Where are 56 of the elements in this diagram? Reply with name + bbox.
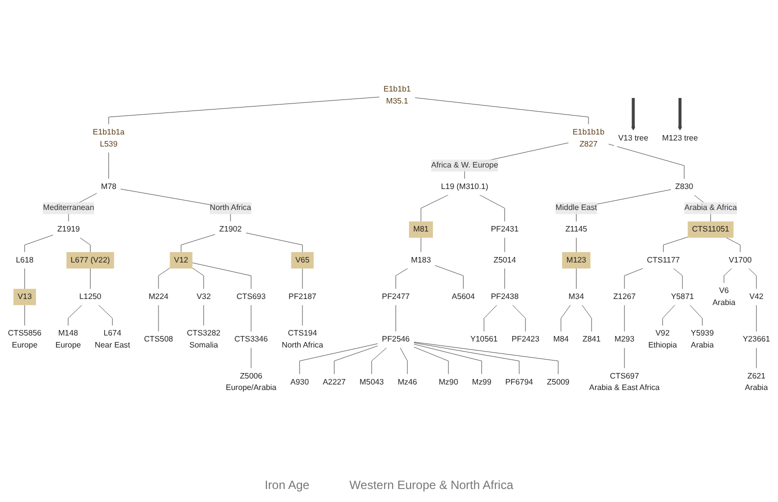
connector (180, 234, 216, 253)
connector (108, 152, 109, 180)
connector (690, 304, 703, 326)
connector (479, 194, 505, 222)
connector (624, 347, 625, 369)
connector (662, 304, 676, 326)
connector (434, 265, 464, 290)
connector (192, 268, 204, 290)
connector (371, 347, 388, 375)
connector (420, 194, 449, 222)
connector (24, 304, 25, 326)
connector (748, 268, 757, 290)
connector (203, 304, 204, 326)
connector (400, 347, 408, 375)
connector (192, 262, 252, 290)
connector (98, 304, 113, 326)
connector (504, 237, 505, 253)
connector (724, 268, 732, 284)
connector (414, 97, 589, 125)
connector (245, 232, 303, 253)
connector (302, 268, 303, 290)
connector (158, 268, 170, 290)
connector (413, 344, 482, 375)
connector (90, 268, 91, 290)
connector (663, 236, 688, 253)
connector (726, 237, 740, 253)
note-text: Western Europe & North Africa (349, 478, 514, 492)
connector (756, 304, 757, 332)
connector (24, 268, 25, 290)
connector (302, 304, 303, 326)
connector (576, 237, 577, 253)
arrow (631, 98, 636, 131)
connector (24, 234, 54, 253)
connector (756, 347, 757, 369)
connector (512, 304, 526, 332)
connector (624, 304, 625, 332)
connector (299, 343, 378, 375)
connector (68, 304, 82, 326)
connector (250, 304, 252, 332)
arrow (678, 98, 682, 131)
connector (504, 268, 505, 290)
note-text: Iron Age (264, 478, 310, 492)
connector (80, 237, 91, 253)
connector (413, 342, 520, 375)
connector (250, 347, 252, 369)
connector (108, 96, 380, 125)
connector (413, 346, 449, 375)
connector (334, 346, 378, 375)
connector (560, 304, 571, 332)
connector (672, 268, 683, 290)
connector (420, 237, 422, 253)
connector (413, 342, 558, 375)
connector (582, 304, 592, 332)
connector (576, 268, 577, 290)
connector (484, 304, 498, 332)
connector (608, 144, 684, 180)
